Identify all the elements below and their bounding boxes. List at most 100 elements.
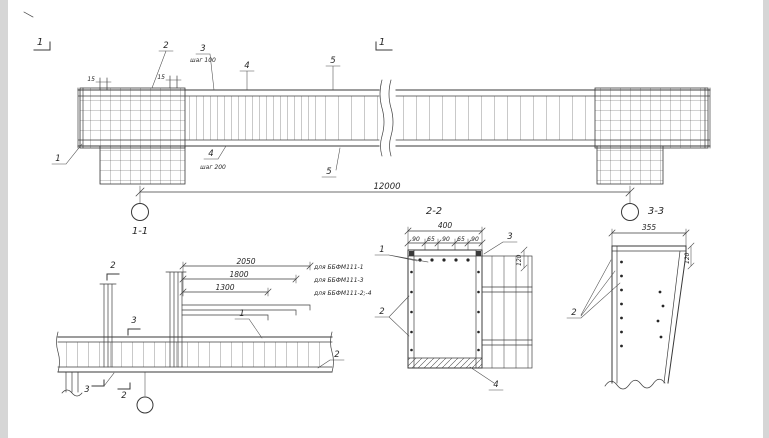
dim-400-line [404,227,486,235]
rebar-dots-top-s22 [418,258,470,262]
stirrups-s11 [62,342,328,367]
dim-15-b: 15 [157,74,165,81]
section-1-1-view: 2050 для ББФМ111-1 1800 для ББФМ111-3 13… [56,257,372,414]
callout-2-s11: 2 [334,350,339,360]
cut-mark-3-bottom-leader [103,372,115,387]
axis-circle-right [621,203,639,221]
cut-mark-3-bottom-flag [91,379,105,387]
projecting-bars [99,75,178,91]
main-beam-elevation: 1 1 15 15 2 3 шаг 100 4 5 [33,37,711,221]
dim-120-line-s22 [520,246,528,272]
column-below-beam [61,371,83,397]
note-step-100: шаг 100 [190,57,216,64]
break-line-s33 [604,378,666,390]
callout-1-main: 1 [55,154,60,164]
dim-1300-note: для ББФМ111-2;-4 [313,290,372,297]
break-lines-s11 [56,331,334,373]
dim-2050-note: для ББФМ111-1 [313,264,364,271]
callout-5-top-leader [325,65,341,91]
dim-sub-line [404,239,486,247]
dim-90-c: 90 [471,236,479,243]
callout-1-main-leader [51,143,83,165]
callout-1-s11-leader [234,318,263,339]
callout-3: 3 [200,44,205,54]
scan-edge-right [763,0,769,438]
callout-2: 2 [163,41,168,51]
callout-4-s22-leader [469,366,504,391]
rebar-dots-s33 [620,260,665,348]
section-inner-s22 [407,249,483,369]
section-mark-1-mid-flag [375,41,393,51]
cut-mark-3-top-flag [127,328,141,336]
dim-15-ticks [95,79,182,83]
corner-plate-left [409,251,414,256]
right-end-reinforcement-grid [594,87,709,149]
callout-4-bottom: 4 [208,149,213,159]
dim-ext-s22 [407,226,483,251]
section-outline-s22 [407,249,483,369]
callout-4-top-leader [239,70,255,91]
section-inner-s33 [611,245,687,384]
dim-15-a: 15 [87,76,95,83]
callout-4-top: 4 [244,61,249,71]
left-stub-grid [99,145,186,185]
beam-break-lines [379,79,394,157]
dim-120-s22: 120 [516,254,523,266]
stirrups-step100-zone [185,96,320,140]
dim-400: 400 [438,221,453,230]
beyond-cut-verticals [491,255,529,369]
callout-2-s22-leader [374,295,410,337]
scan-edge-left [0,0,8,438]
callout-1-s11: 1 [239,309,244,319]
callout-2-s33: 2 [571,308,576,318]
section-mark-1-left-flag [33,41,51,51]
staggered-bars [181,304,311,321]
dim-extension-lines [139,185,631,204]
callout-4-bottom-leader [203,145,227,160]
callout-2-s33-leader [566,259,621,319]
section-2-2-view: 400 90 65 90 65 90 120 [374,221,533,391]
dim-1800: 1800 [229,270,248,279]
dim-ext-s33 [611,228,687,247]
callout-1-s22-leader [374,254,429,263]
callout-1-s22: 1 [379,245,384,255]
scan-artifact [23,11,34,18]
cut-mark-2-bottom-flag [117,382,131,390]
section-mark-1-mid: 1 [379,37,385,48]
rebar-dots-sides-s22 [410,270,480,352]
dim-355-line [608,229,690,237]
cut-mark-3-top: 3 [131,316,136,326]
callout-5-bottom-leader [321,147,341,178]
dim-65-a: 65 [427,236,435,243]
dim-1300-line [179,288,272,296]
dim-12000-line [135,187,635,197]
dim-355: 355 [642,223,657,232]
dim-2050-line [179,262,314,270]
bottom-hatch-s22 [408,358,482,368]
stirrups-right-zone [400,96,595,140]
callout-5-top: 5 [330,56,335,66]
note-step-200: шаг 200 [200,164,226,171]
dim-120-line-s33 [687,242,695,270]
cut-mark-2-top: 2 [110,261,115,271]
view-title-3-3: 3-3 [648,206,664,217]
callout-3-leader [195,53,215,91]
callout-3-s22-leader [483,241,518,255]
dim-1800-line [179,275,300,283]
cut-mark-2-top-flag [106,273,120,281]
bar-group-b [165,271,187,368]
axis-circle-s11 [136,396,154,414]
dim-65-b: 65 [457,236,465,243]
callout-4-s22: 4 [493,380,498,390]
right-stub-grid [596,145,664,185]
dim-90-b: 90 [442,236,450,243]
bar-group-a [99,283,117,368]
dim-12000: 12000 [373,182,400,192]
dim-1300: 1300 [215,283,234,292]
section-mark-1-left: 1 [37,37,43,48]
section-outline-s33 [611,245,687,384]
left-end-reinforcement-grid [79,87,186,149]
dim-2050: 2050 [236,257,255,266]
cut-mark-3-bottom: 3 [84,385,89,395]
